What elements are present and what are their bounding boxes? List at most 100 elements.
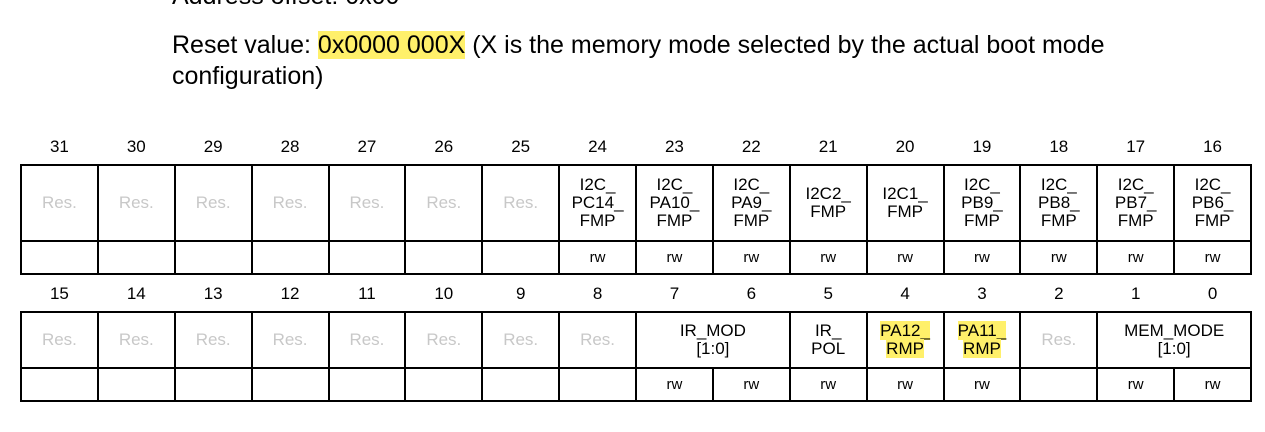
access-cell: rw [1173,240,1252,275]
access-cell: rw [635,367,714,402]
bit-number: 19 [972,137,992,156]
bit-number: 12 [280,284,300,303]
reserved-field: Res. [173,311,253,369]
bit-number: 21 [818,137,838,156]
access-cell: rw [1173,367,1252,402]
access-cell: rw [1019,240,1099,275]
bit-number: 5 [823,284,833,303]
reserved-field: Res. [327,164,407,242]
reserved-field: Res. [327,311,407,369]
access-cell [250,240,330,275]
register-field: I2C1_ FMP [865,164,945,242]
bit-number: 11 [358,284,376,303]
field-name: I2C_ PB9_ FMP [961,175,1003,230]
access-cell [173,367,253,402]
reserved-field: Res. [250,164,330,242]
bit-number: 3 [977,284,987,303]
bit-number: 18 [1049,137,1069,156]
register-field: PA11_ RMP [942,311,1022,369]
access-cell: rw [558,240,637,275]
bit-number: 1 [1130,284,1141,303]
field-name: IR_ POL [811,321,846,358]
bit-number: 7 [669,284,680,303]
bit-number: 30 [126,137,146,156]
reserved-field: Res. [481,311,561,369]
access-cell [173,240,253,275]
field-name: I2C_ PA9_ FMP [731,175,772,230]
bit-number: 2 [1054,284,1064,303]
access-cell [250,367,330,402]
field-name: PA12_ RMP [880,321,930,358]
access-cell: rw [1096,367,1176,402]
field-row: Res.Res.Res.Res.Res.Res.Res.I2C_ PC14_ F… [20,164,1252,242]
access-cell: rw [711,367,791,402]
reserved-field: Res. [20,311,99,369]
register-field: IR_ POL [788,311,868,369]
bit-number: 25 [511,137,531,156]
bit-number: 17 [1126,137,1146,156]
field-name: I2C1_ FMP [882,184,928,221]
field-name: I2C_ PB6_ FMP [1191,175,1234,230]
access-cell: rw [865,367,945,402]
reserved-field: Res. [404,164,484,242]
reset-value-note: (X is the memory mode selected by the ac… [172,31,1105,90]
access-cell: rw [788,367,868,402]
bit-number: 13 [203,284,223,303]
reset-value: 0x0000 000X [317,31,466,59]
register-field: MEM_MODE [1:0] [1096,311,1252,369]
reset-value-label: Reset value: [172,31,311,59]
register-field: I2C_ PB8_ FMP [1019,164,1099,242]
register-field: I2C_ PB6_ FMP [1173,164,1252,242]
register-field: I2C_ PC14_ FMP [558,164,637,242]
register-field: IR_MOD [1:0] [635,311,791,369]
bit-number: 31 [49,137,69,156]
bit-number: 27 [357,137,377,156]
register-field: I2C_ PB9_ FMP [942,164,1022,242]
reserved-field: Res. [250,311,330,369]
access-cell [96,240,176,275]
access-cell [20,240,99,275]
bit-number: 26 [434,137,454,156]
reserved-field: Res. [20,164,99,242]
reserved-field: Res. [173,164,253,242]
field-name: I2C_ PA10_ FMP [649,175,700,230]
field-row: Res.Res.Res.Res.Res.Res.Res.Res.IR_MOD [… [20,311,1252,369]
reserved-field: Res. [96,164,176,242]
bit-number: 20 [895,137,915,156]
bit-number: 4 [900,284,910,303]
reset-value-line: Reset value: 0x0000 000X (X is the memor… [172,30,1232,92]
field-name: I2C_ PB8_ FMP [1038,175,1080,230]
bit-number: 14 [126,284,146,303]
access-cell: rw [1096,240,1176,275]
bit-number: 28 [280,137,300,156]
access-cell: rw [865,240,945,275]
access-cell: rw [635,240,714,275]
reserved-field: Res. [481,164,561,242]
register-field: I2C_ PA9_ FMP [711,164,791,242]
access-cell: rw [942,240,1022,275]
reserved-field: Res. [1019,311,1099,369]
bit-number: 9 [515,284,526,303]
bit-number: 10 [434,284,454,303]
bit-number: 6 [746,284,757,303]
address-offset-line: Address offset: 0x00 [172,0,399,12]
field-name: PA11_ RMP [957,321,1007,358]
bit-number: 8 [592,284,603,303]
reserved-field: Res. [558,311,637,369]
bit-number: 23 [664,137,684,156]
access-cell [481,367,561,402]
access-cell [481,240,561,275]
access-cell: rw [942,367,1022,402]
reserved-field: Res. [404,311,484,369]
bit-number: 0 [1207,284,1218,303]
bit-number: 15 [49,284,69,303]
access-cell [327,367,407,402]
register-field: PA12_ RMP [865,311,945,369]
bit-number: 22 [741,137,761,156]
